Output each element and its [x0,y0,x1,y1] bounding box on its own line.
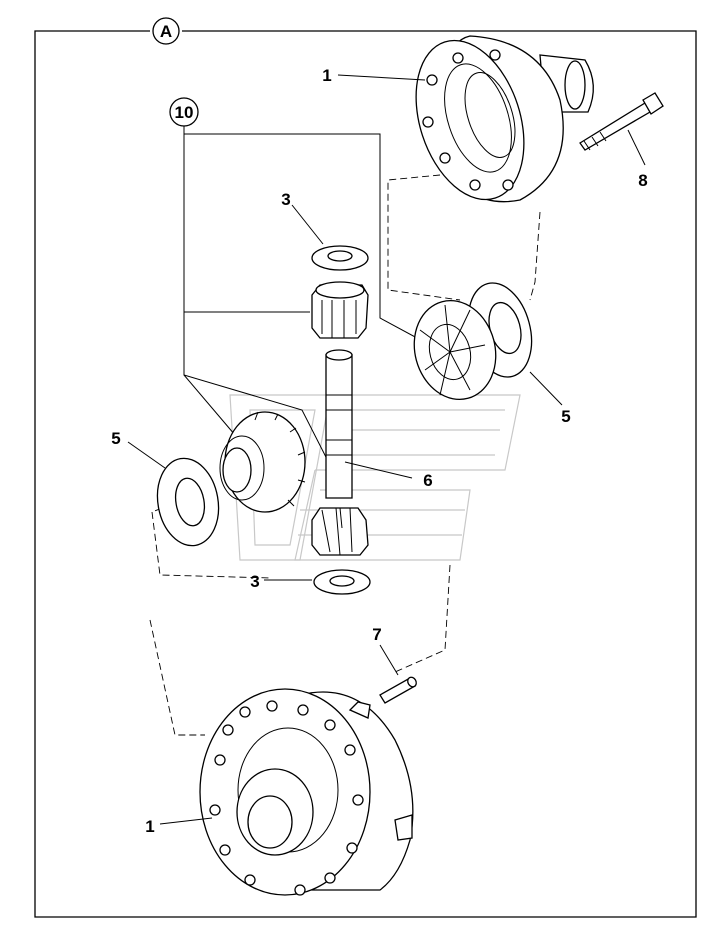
frame-border [34,30,697,918]
cross-shaft [325,349,353,499]
callout-washer-bottom: 3 [250,572,259,591]
group-10-bracket: 10 [169,97,431,466]
leader-lines [127,74,646,825]
callout-bolt: 8 [638,171,647,190]
pinion-gear-bottom [311,507,369,556]
side-gear-right [413,282,533,401]
callout-housing-top: 1 [322,66,331,85]
pin [379,676,417,704]
view-label-circle [152,17,180,45]
callout-side-gear-left-washer: 5 [111,429,120,448]
view-label: A [160,22,172,41]
housing-top [415,35,594,203]
housing-bottom [199,688,414,896]
callout-side-gear-right-washer: 5 [561,407,570,426]
callout-pin: 7 [372,625,381,644]
pinion-gear-top [311,281,369,339]
washer-bottom [313,569,371,595]
callout-housing-bottom: 1 [145,817,154,836]
assembly-guides [149,174,541,736]
bolt [579,92,664,151]
callout-shaft: 6 [423,471,432,490]
side-gear-left [219,411,306,513]
washer-left [156,457,220,547]
group-label: 10 [175,103,194,122]
washer-top [311,245,369,271]
callout-washer-top: 3 [281,190,290,209]
